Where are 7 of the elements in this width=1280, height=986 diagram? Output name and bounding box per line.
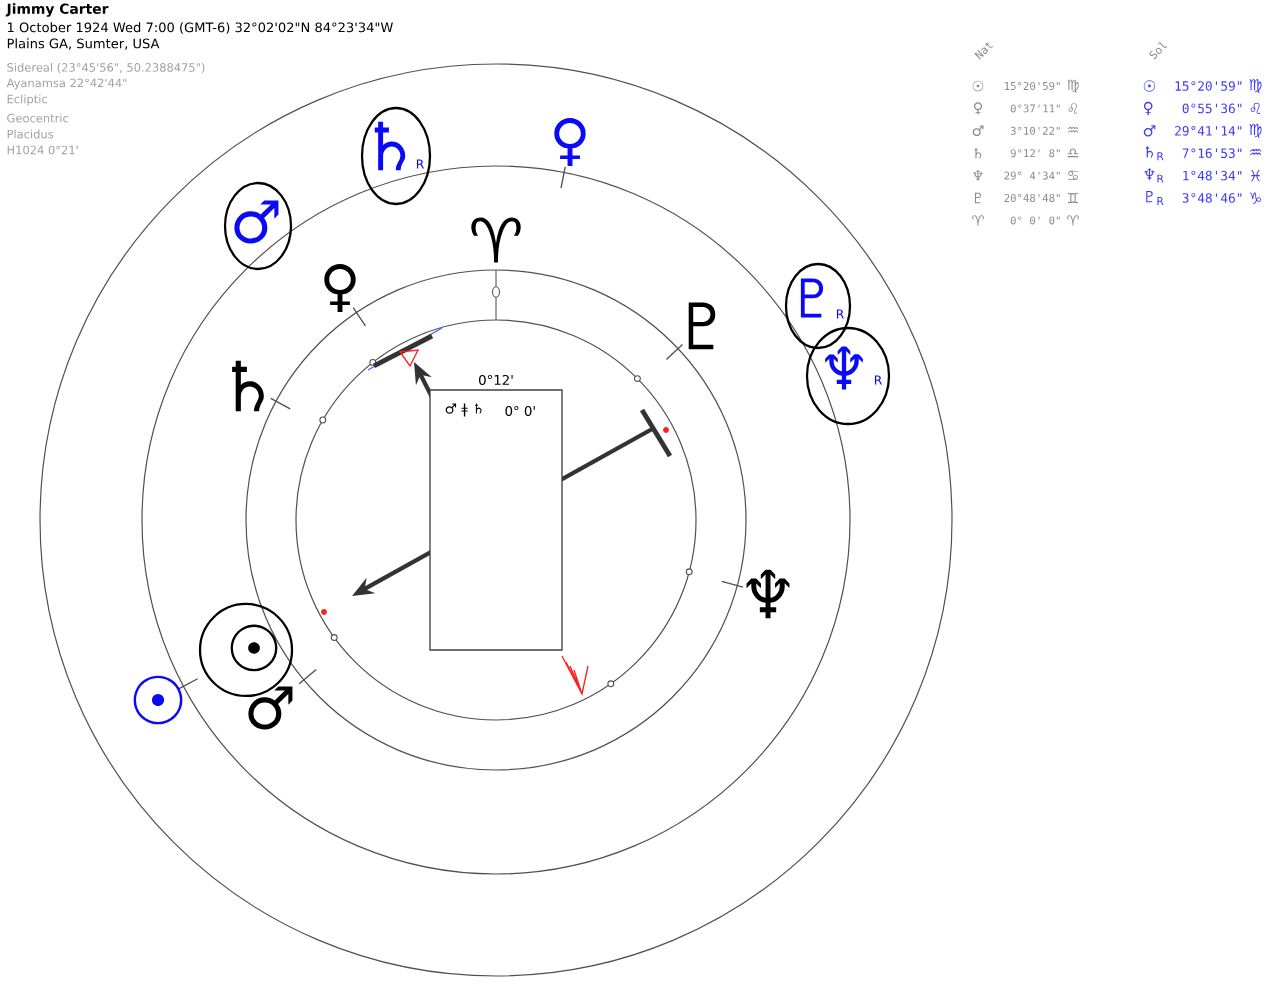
- planet-symbol: ♀: [324, 264, 356, 312]
- planet-symbol: ☉: [133, 675, 183, 725]
- planet-symbol: ♆: [746, 569, 790, 619]
- sign-symbol: ♈: [471, 217, 521, 263]
- planet-symbol: ♄: [232, 360, 264, 412]
- planet-symbol: ♇: [688, 302, 716, 350]
- planet-symbol: ♀: [554, 118, 586, 166]
